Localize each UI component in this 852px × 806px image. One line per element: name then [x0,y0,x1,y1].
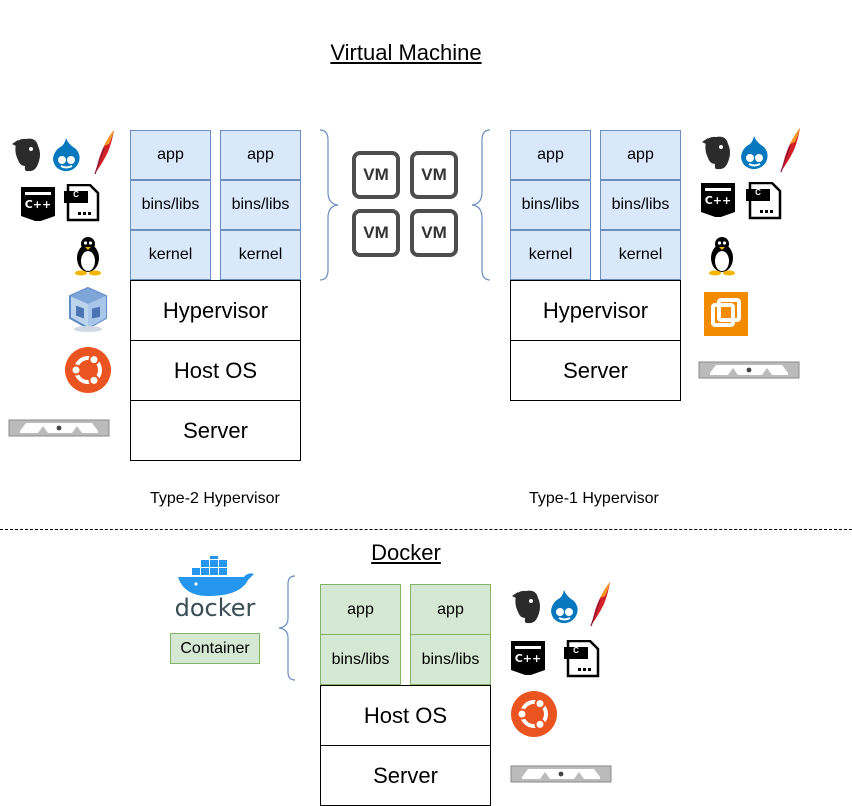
type1-server-layer: Server [510,340,681,401]
cpp-icon-label: C++ [514,652,542,665]
type2-guest2-kernel: kernel [220,230,301,280]
docker-section-title: Docker [371,540,441,565]
vm-icon-3: VM [352,209,400,257]
virtualbox-icon [66,286,110,332]
type1-app-icons: C++ C [698,126,808,386]
cpp-icon-label: C++ [24,198,52,211]
docker-app-icons: C++ C [508,580,618,790]
type1-guest2-libs: bins/libs [600,180,681,230]
docker-logo: docker [172,556,258,624]
cpp-icon: C++ [20,186,56,224]
right-brace [471,129,491,281]
container1-app: app [320,584,401,635]
vm-icon-1: VM [352,151,400,199]
server-icon [698,361,800,379]
server-icon [510,765,612,783]
apache-feather-icon [590,581,611,627]
docker-whale-icon [178,556,254,596]
type1-guest1-libs: bins/libs [510,180,591,230]
type2-guest1-libs: bins/libs [130,180,211,230]
cpp-icon: C++ [510,640,546,678]
c-file-icon: C [746,182,782,220]
vmware-esxi-icon [704,292,748,336]
vm-section-title: Virtual Machine [330,40,482,65]
cpp-icon-label: C++ [704,194,732,207]
type1-guest2-kernel: kernel [600,230,681,280]
container2-libs: bins/libs [410,634,491,685]
c-file-icon-label: C [73,190,79,199]
drupal-icon [52,137,81,173]
evernote-icon [702,136,730,170]
type2-caption: Type-2 Hypervisor [150,490,280,507]
type2-host-os-layer: Host OS [130,340,301,401]
apache-feather-icon [94,129,115,175]
drupal-icon [740,135,769,171]
type1-guest1-app: app [510,130,591,180]
type2-guest1-app: app [130,130,211,180]
linux-tux-icon [75,237,101,276]
docker-host-os-layer: Host OS [320,685,491,746]
cpp-icon: C++ [700,182,736,220]
c-file-icon-label: C [573,646,579,655]
c-file-icon: C [64,184,100,222]
type1-hypervisor-layer: Hypervisor [510,280,681,341]
ubuntu-icon [64,346,112,394]
docker-wordmark: docker [174,594,256,622]
container-legend: Container [170,633,260,664]
c-file-icon-label: C [755,188,761,197]
container2-app: app [410,584,491,635]
vm-icon-2: VM [410,151,458,199]
type2-guest1-kernel: kernel [130,230,211,280]
docker-server-layer: Server [320,745,491,806]
type2-hypervisor-layer: Hypervisor [130,280,301,341]
type2-app-icons: C++ C [8,128,118,438]
c-file-icon: C [564,640,600,678]
type2-server-layer: Server [130,400,301,461]
evernote-icon [512,590,540,624]
section-divider [0,529,852,530]
linux-tux-icon [709,237,735,276]
server-icon [8,419,110,437]
left-brace [319,129,339,281]
type1-guest1-kernel: kernel [510,230,591,280]
evernote-icon [12,138,40,172]
drupal-icon [550,589,579,625]
type1-caption: Type-1 Hypervisor [529,490,659,507]
apache-feather-icon [780,127,801,173]
type1-guest2-app: app [600,130,681,180]
vm-icon-4: VM [410,209,458,257]
type2-guest2-libs: bins/libs [220,180,301,230]
ubuntu-icon [510,690,558,738]
type2-guest2-app: app [220,130,301,180]
docker-brace [278,575,296,681]
container1-libs: bins/libs [320,634,401,685]
